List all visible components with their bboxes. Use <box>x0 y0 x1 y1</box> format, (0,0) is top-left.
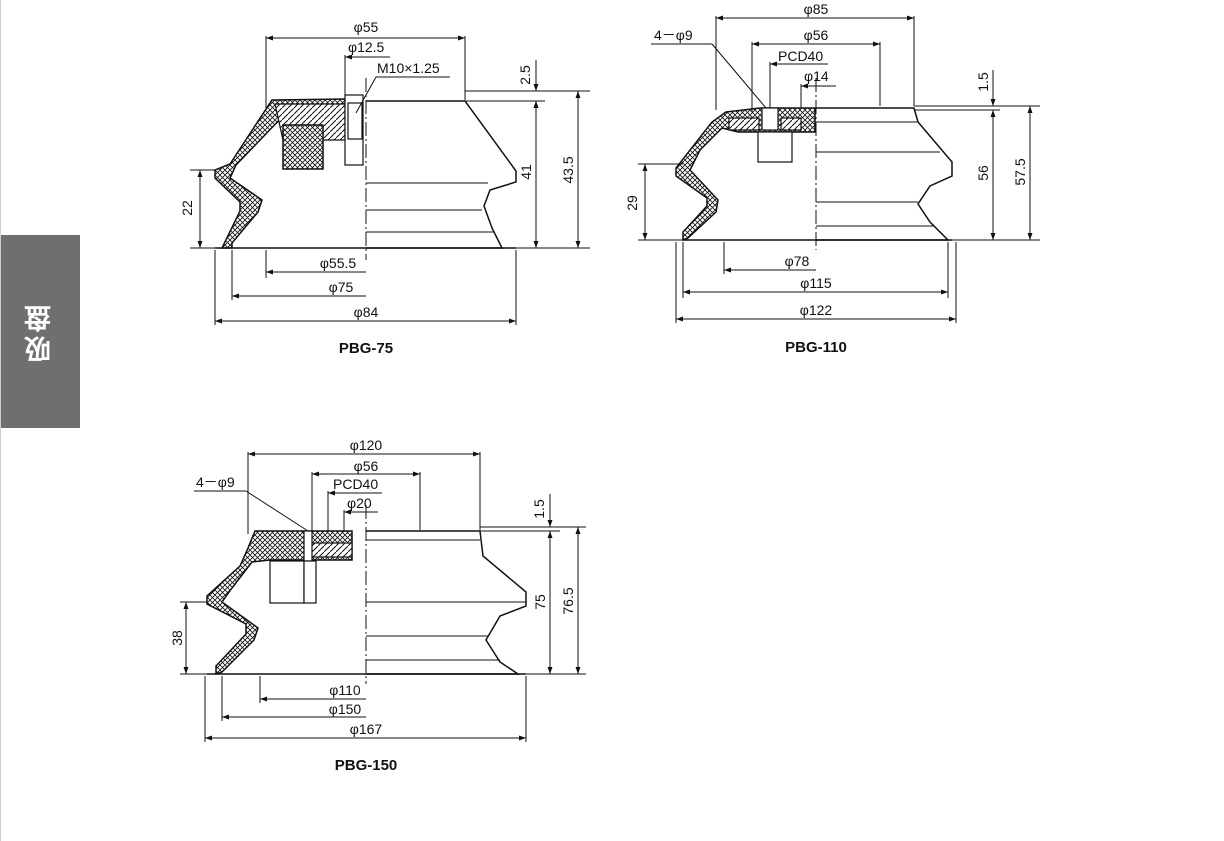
pbg75-dim-d12-5: φ12.5 <box>348 39 385 55</box>
pbg75-dim-43-5: 43.5 <box>560 156 576 183</box>
sidebar-tab[interactable]: 吸盘 <box>1 235 80 428</box>
pbg150-dim-d120: φ120 <box>350 437 383 453</box>
pbg150-dim-75: 75 <box>532 594 548 610</box>
pbg110-dim-d56: φ56 <box>804 27 829 43</box>
pbg150-leader <box>245 490 309 532</box>
pbg150-holes-label: 4－φ9 <box>196 474 235 490</box>
pbg75-boss <box>282 124 324 170</box>
pbg110-cup-section <box>675 107 816 242</box>
pbg150-dim-d167: φ167 <box>350 721 383 737</box>
pbg150-fitting-right <box>303 560 317 604</box>
pbg75-caption: PBG-75 <box>339 340 393 357</box>
pbg75-dim-2-5: 2.5 <box>517 65 533 85</box>
pbg110-dim-d85: φ85 <box>804 1 829 17</box>
pbg150-dim-d20: φ20 <box>347 495 372 511</box>
pbg110-dim-56: 56 <box>975 165 991 181</box>
pbg110-dim-d78: φ78 <box>785 253 810 269</box>
pbg75-leader <box>355 76 377 114</box>
drawing-pbg-150: φ120 4－φ9 φ56 PCD40 φ20 1.5 75 76.5 38 φ… <box>169 437 586 774</box>
pbg150-outline <box>366 530 527 675</box>
pbg150-dim-d56: φ56 <box>354 458 379 474</box>
pbg75-thread-insert <box>347 102 363 140</box>
drawing-pbg-75: φ55 φ12.5 M10×1.25 2.5 41 43.5 22 φ55.5 … <box>179 19 590 357</box>
pbg110-plate-left <box>728 117 760 131</box>
pbg150-bolt-hole <box>303 530 313 562</box>
pbg75-thread-label: M10×1.25 <box>377 60 440 76</box>
pbg110-caption: PBG-110 <box>785 339 847 356</box>
pbg150-dim-1-5: 1.5 <box>531 499 547 519</box>
pbg150-caption: PBG-150 <box>335 757 398 774</box>
pbg75-outline <box>366 100 517 249</box>
pbg150-dim-d150: φ150 <box>329 701 362 717</box>
pbg150-dim-d110: φ110 <box>329 682 361 698</box>
pbg150-fitting-left <box>269 560 305 604</box>
pbg75-dim-22: 22 <box>179 200 195 216</box>
pbg75-dim-41: 41 <box>518 164 534 180</box>
pbg150-dim-76-5: 76.5 <box>560 587 576 614</box>
pbg110-dim-d14: φ14 <box>804 68 829 84</box>
pbg75-dim-d84: φ84 <box>354 304 379 320</box>
pbg110-fitting <box>757 131 793 163</box>
pbg110-outline <box>816 107 953 241</box>
pbg75-dim-d75: φ75 <box>329 279 354 295</box>
pbg110-bolt-hole <box>761 107 779 131</box>
pbg150-plate <box>309 542 353 558</box>
pbg110-holes-label: 4－φ9 <box>654 27 693 43</box>
pbg110-dim-29: 29 <box>624 195 640 211</box>
page-left-border <box>0 0 1 841</box>
pbg110-dim-1-5: 1.5 <box>975 72 991 92</box>
pbg150-cup-section <box>206 530 353 676</box>
pbg110-pcd-label: PCD40 <box>778 48 823 64</box>
pbg110-leader <box>711 43 767 109</box>
pbg150-dim-38: 38 <box>169 630 185 646</box>
pbg75-dim-d55-5: φ55.5 <box>320 255 357 271</box>
pbg75-dim-d55: φ55 <box>354 19 379 35</box>
pbg110-dim-d122: φ122 <box>800 302 833 318</box>
pbg110-plate-right <box>780 117 802 131</box>
drawing-pbg-110: φ85 4－φ9 φ56 PCD40 φ14 1.5 56 57.5 29 φ7… <box>624 1 1040 356</box>
pbg150-pcd-label: PCD40 <box>333 476 378 492</box>
pbg110-dim-d115: φ115 <box>800 275 832 291</box>
pbg110-dim-57-5: 57.5 <box>1012 158 1028 185</box>
